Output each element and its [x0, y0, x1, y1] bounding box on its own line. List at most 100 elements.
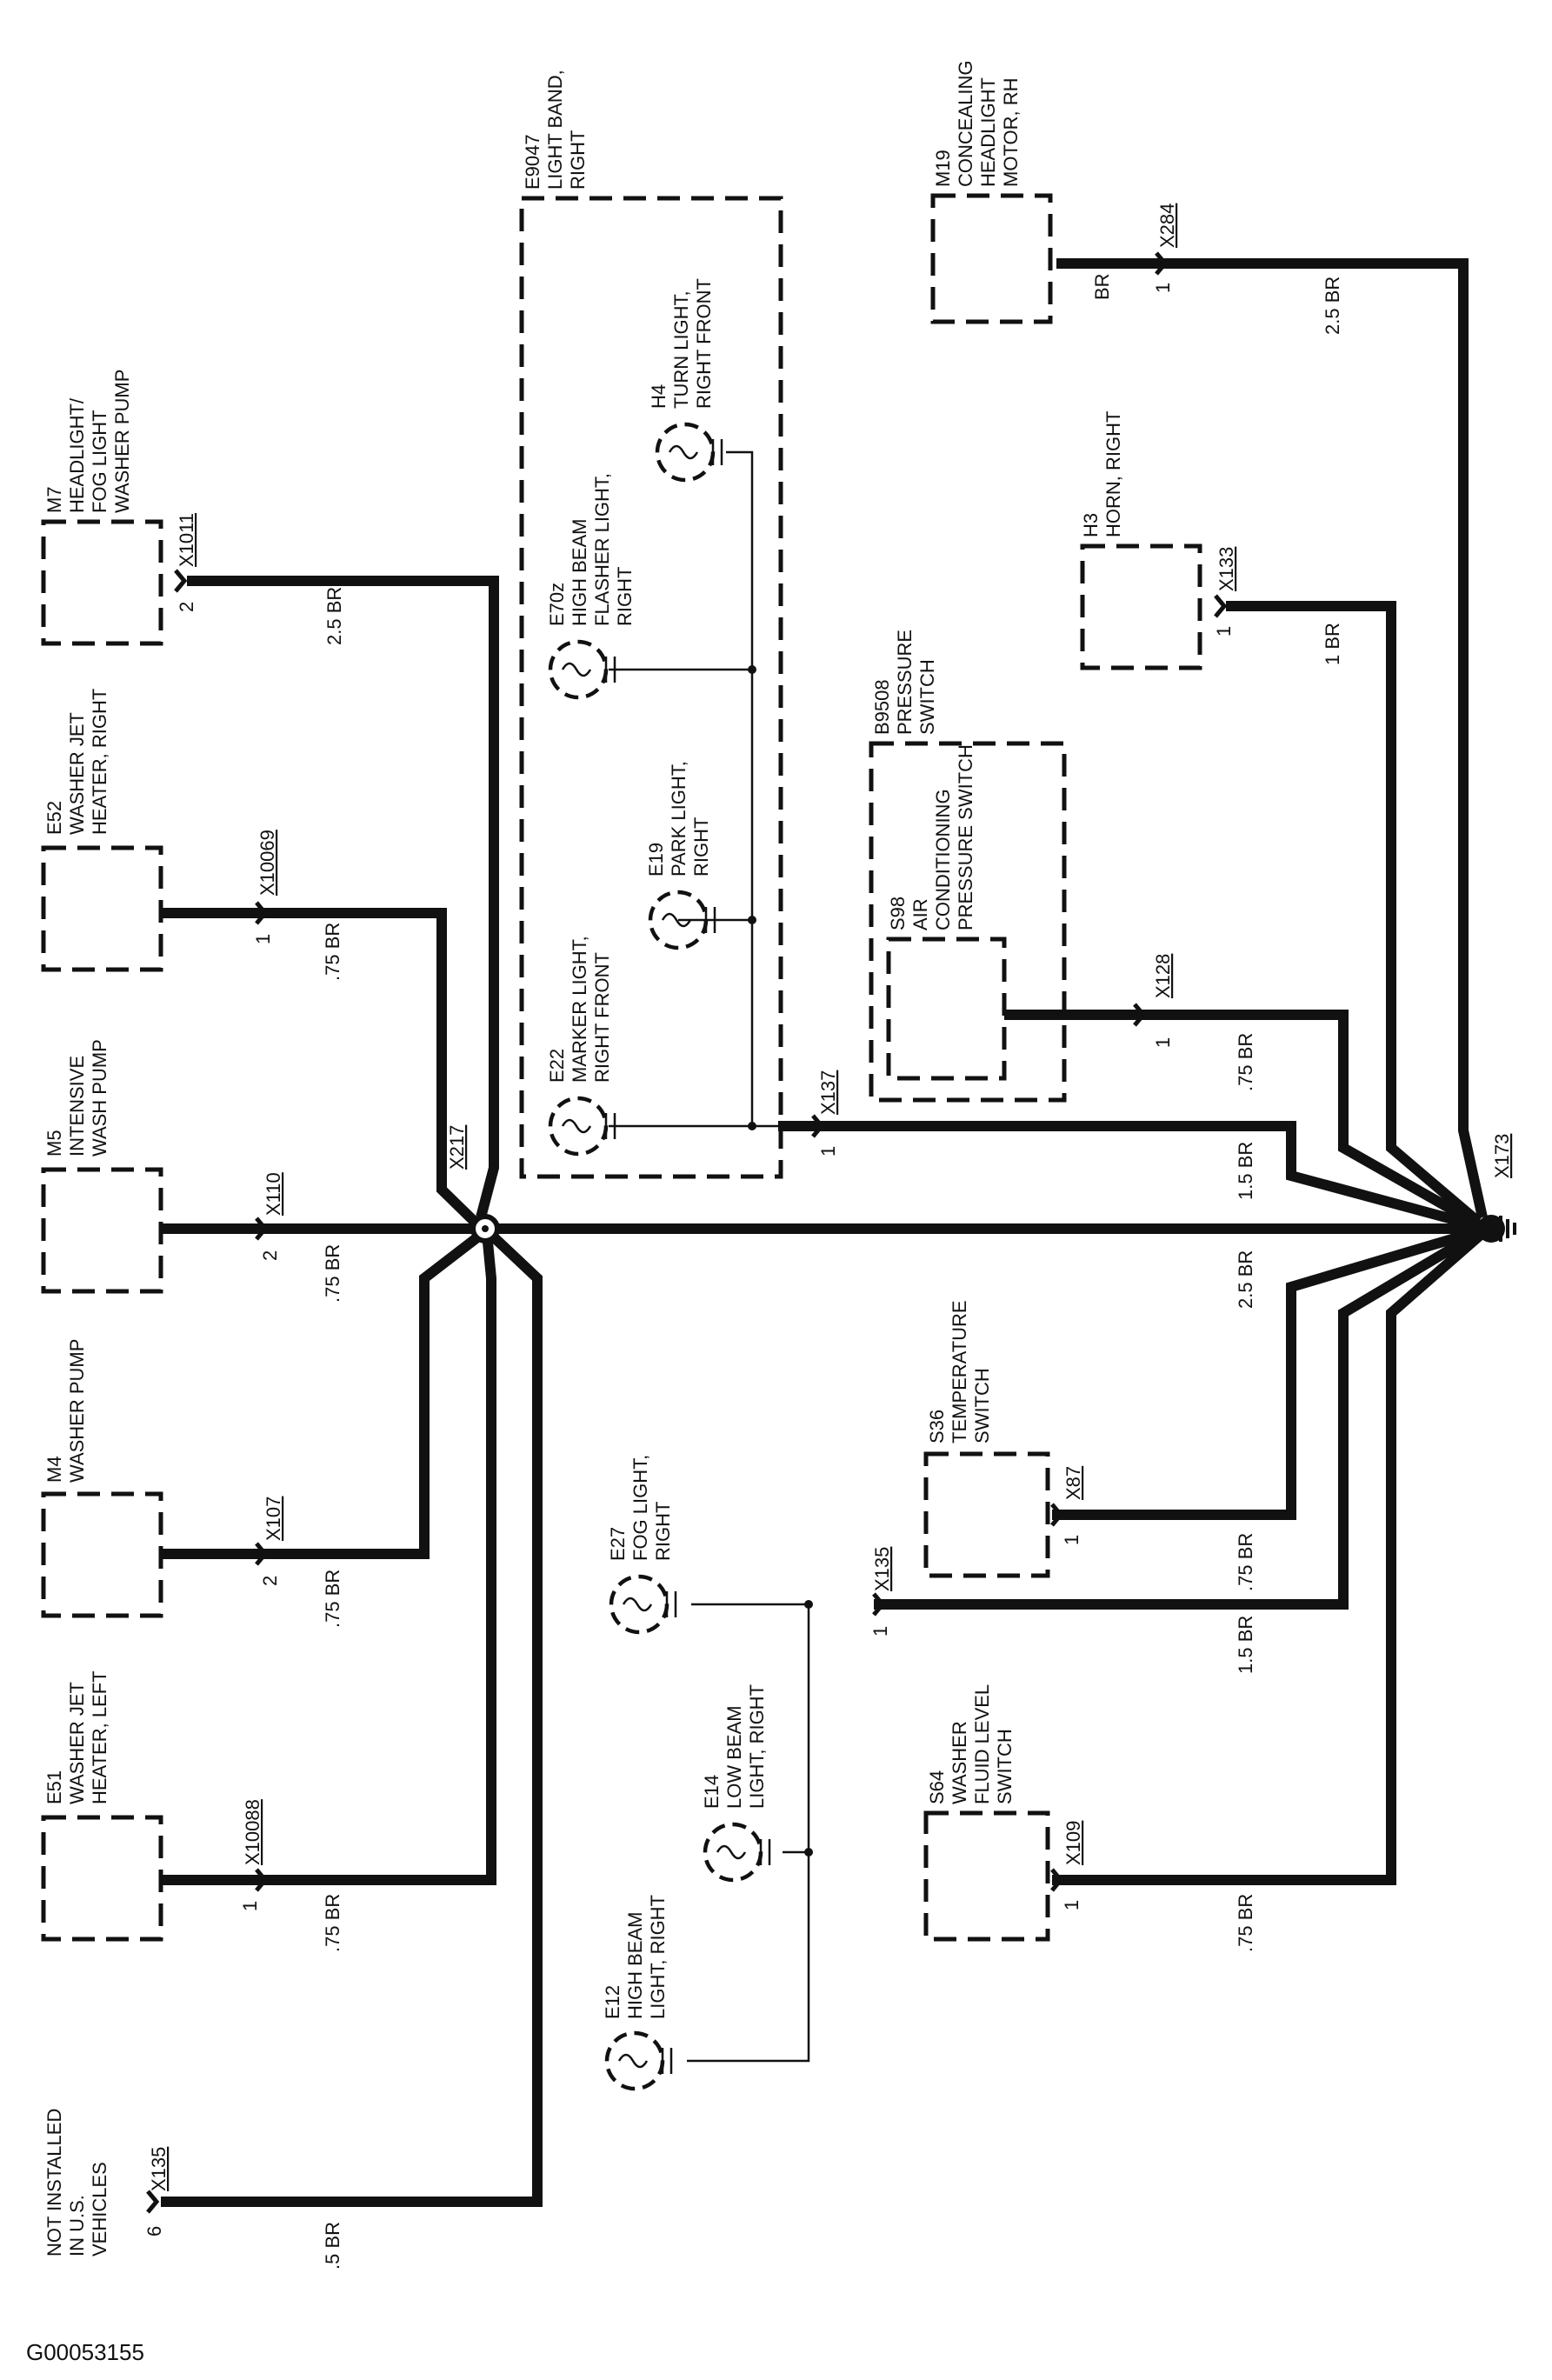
s98-connector: X128 [1152, 954, 1174, 998]
bulb-h4 [655, 422, 723, 483]
box-h3 [1080, 543, 1202, 670]
s36-connector: X87 [1062, 1466, 1084, 1500]
h3-label: H3 HORN, RIGHT [1080, 411, 1124, 537]
s98-wire: .75 BR [1235, 1033, 1256, 1091]
e51-label: E51 WASHER JET HEATER, LEFT [43, 1670, 110, 1804]
m7-label: M7 HEADLIGHT/ FOG LIGHT WASHER PUMP [43, 370, 133, 513]
component-boxes [41, 193, 1202, 1942]
e51-wire: .75 BR [322, 1894, 343, 1952]
wire-m7 [187, 576, 499, 1219]
e22-label: E22 MARKER LIGHT, RIGHT FRONT [546, 930, 613, 1083]
wire-e52 [161, 908, 485, 1232]
wire-s98 [1004, 1010, 1481, 1230]
ground-label: X173 [1491, 1134, 1513, 1178]
wire-e51 [161, 1232, 496, 1885]
bulb-e70z [548, 639, 616, 700]
h3-connector: X133 [1216, 547, 1237, 591]
wire-s64 [1052, 1230, 1484, 1885]
m5-label: M5 INTENSIVE WASH PUMP [43, 1039, 110, 1157]
wire-m19 [1056, 258, 1488, 1219]
box-b9508 [869, 741, 1067, 1103]
wire-h3 [1226, 601, 1482, 1226]
box-s64 [923, 1810, 1050, 1942]
notus-connector: X135 [148, 2147, 170, 2191]
wire-notus [161, 1230, 543, 2207]
e27-connector: X135 [871, 1547, 893, 1591]
e9047-wire: 1.5 BR [1235, 1142, 1256, 1200]
box-m7 [41, 519, 163, 646]
m7-pin: 2 [176, 602, 197, 612]
s36-label: S36 TEMPERATURE SWITCH [926, 1295, 993, 1443]
notus-label: NOT INSTALLED IN U.S. VEHICLES [43, 2103, 110, 2257]
m19-wire: 2.5 BR [1322, 277, 1343, 335]
e51-connector: X10088 [242, 1799, 263, 1865]
s64-connector: X109 [1062, 1821, 1084, 1865]
e52-wire: .75 BR [322, 923, 343, 981]
h3-wire: 1 BR [1322, 623, 1343, 665]
m19-wire-short: BR [1091, 273, 1113, 300]
wire-e27 [874, 1228, 1482, 1610]
m7-connector: X1011 [176, 513, 197, 567]
e52-label: E52 WASHER JET HEATER, RIGHT [43, 689, 110, 835]
box-m4 [41, 1491, 163, 1618]
m19-connector: X284 [1156, 203, 1178, 248]
bulb-e22 [548, 1096, 616, 1157]
e52-connector: X10069 [256, 830, 278, 896]
box-s36 [923, 1451, 1050, 1578]
splice-x217 [470, 1214, 500, 1243]
m19-pin: 1 [1152, 283, 1174, 293]
bulbs [548, 422, 771, 2091]
box-m19 [930, 193, 1053, 324]
e19-label: E19 PARK LIGHT, RIGHT [645, 756, 712, 877]
bulb-e12 [604, 2030, 673, 2091]
e9047-pin: 1 [817, 1146, 839, 1157]
e52-pin: 1 [252, 934, 274, 944]
ground-x173 [1477, 1215, 1516, 1243]
headlight-internals [687, 1600, 813, 2063]
s36-pin: 1 [1061, 1535, 1082, 1545]
m4-connector: X107 [263, 1497, 284, 1541]
m4-pin: 2 [259, 1576, 281, 1586]
light-band-internals [609, 450, 778, 1130]
s98-pin: 1 [1152, 1037, 1174, 1048]
h3-pin: 1 [1213, 626, 1235, 637]
b9508-label: B9508 PRESSURE SWITCH [871, 624, 938, 735]
m19-label: M19 CONCEALING HEADLIGHT MOTOR, RH [932, 55, 1022, 187]
e27-wire: 1.5 BR [1235, 1616, 1256, 1674]
wires [161, 258, 1488, 2207]
bulb-e14 [703, 1822, 771, 1883]
box-s98 [886, 937, 1007, 1081]
box-e52 [41, 845, 163, 972]
m4-wire: .75 BR [322, 1570, 343, 1628]
notus-pin: 6 [143, 2226, 165, 2237]
bulb-e19 [648, 890, 716, 950]
e51-pin: 1 [239, 1901, 261, 1911]
m4-label: M4 WASHER PUMP [43, 1339, 88, 1483]
s64-wire: .75 BR [1235, 1894, 1256, 1952]
connector-arrows [146, 251, 1228, 2214]
e9047-label: E9047 LIGHT BAND, RIGHT [522, 64, 589, 190]
figure-id: G00053155 [26, 2339, 144, 2365]
e9047-connector: X137 [817, 1070, 839, 1115]
e27-pin: 1 [869, 1626, 891, 1637]
box-e51 [41, 1815, 163, 1942]
m7-wire: 2.5 BR [323, 587, 345, 645]
m5-wire: .75 BR [322, 1244, 343, 1303]
box-e9047 [519, 196, 783, 1179]
x173-main-wire: 2.5 BR [1235, 1250, 1256, 1309]
e70z-label: E70z HIGH BEAM FLASHER LIGHT, RIGHT [546, 468, 636, 626]
e27-label: E27 FOG LIGHT, RIGHT [607, 1450, 674, 1561]
splice-label: X217 [446, 1125, 468, 1170]
m5-connector: X110 [263, 1172, 284, 1216]
e14-label: E14 LOW BEAM LIGHT, RIGHT [701, 1684, 768, 1809]
e12-label: E12 HIGH BEAM LIGHT, RIGHT [602, 1895, 669, 2019]
wire-s36 [1052, 1226, 1480, 1520]
m5-pin: 2 [259, 1250, 281, 1261]
wire-m4 [161, 1230, 484, 1559]
labels: M7 HEADLIGHT/ FOG LIGHT WASHER PUMP X101… [43, 55, 1513, 2270]
bulb-e27 [609, 1574, 677, 1635]
s64-pin: 1 [1061, 1900, 1082, 1910]
s64-label: S64 WASHER FLUID LEVEL SWITCH [926, 1680, 1016, 1804]
h4-label: H4 TURN LIGHT, RIGHT FRONT [648, 278, 715, 409]
